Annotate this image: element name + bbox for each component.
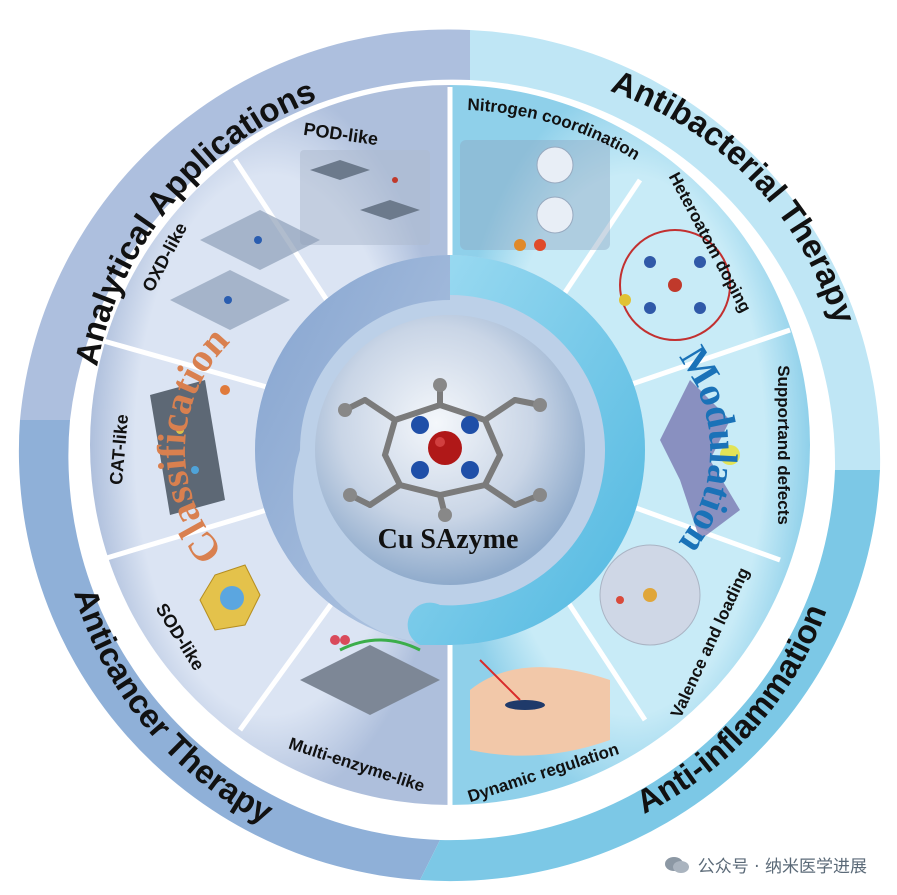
cat-illustration <box>150 380 230 515</box>
wechat-icon <box>664 855 690 875</box>
valence-illustration <box>599 544 701 646</box>
watermark: 公众号 · 纳米医学进展 <box>664 852 867 877</box>
oxd-illustration <box>170 210 320 330</box>
dynamic-illustration <box>470 659 610 756</box>
cu-molecule-illustration <box>338 378 547 522</box>
support-illustration <box>660 380 740 540</box>
pod-illustration <box>300 150 430 245</box>
outer-band-bottom-left <box>18 420 441 880</box>
middle-swirl-right <box>407 255 645 645</box>
outer-band-right <box>470 30 881 470</box>
multi-illustration <box>300 635 440 715</box>
supportand-defects-label: Supportand defects <box>774 365 793 525</box>
outer-band-bottom-right <box>420 470 880 882</box>
center-title: Cu SAzyme <box>378 524 519 555</box>
nitrogen-illustration <box>460 140 610 251</box>
watermark-text: 公众号 · 纳米医学进展 <box>697 857 867 877</box>
heteroatom-illustration <box>619 229 731 341</box>
middle-swirl-left <box>255 255 450 646</box>
outer-band-top-left <box>20 29 470 420</box>
sod-illustration <box>199 564 261 631</box>
